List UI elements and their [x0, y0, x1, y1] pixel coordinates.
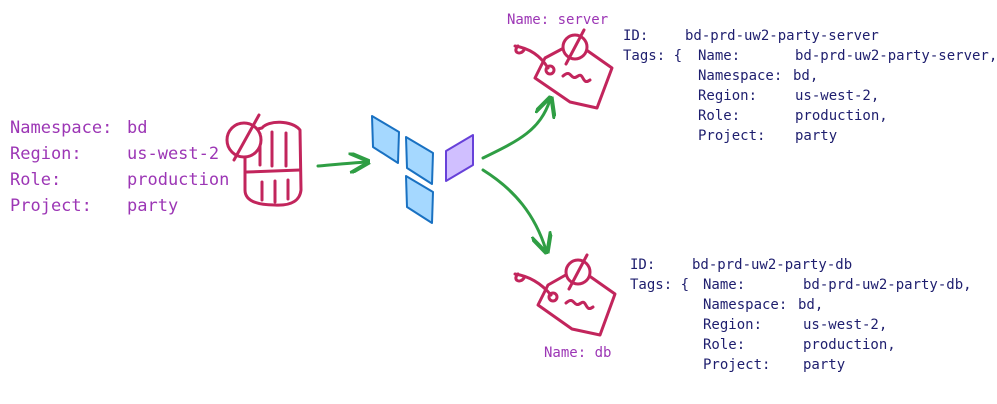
db-tag-project-value: party — [803, 357, 846, 373]
input-region-value: us-west-2 — [127, 144, 220, 164]
db-id-value: bd-prd-uw2-party-db — [692, 257, 853, 273]
db-tag-region-value: us-west-2, — [803, 317, 888, 333]
db-tag-namespace-key: Namespace: — [703, 297, 788, 313]
db-tag-name-value: bd-prd-uw2-party-db, — [803, 277, 972, 293]
db-tags-key: Tags: { — [630, 277, 690, 293]
db-tag-role-key: Role: — [703, 337, 746, 353]
server-tags-key: Tags: { — [623, 48, 683, 64]
server-tag-icon — [513, 28, 614, 110]
input-namespace-value: bd — [127, 118, 148, 138]
input-role-value: production — [127, 170, 230, 190]
arrow-input-to-processor — [316, 162, 366, 166]
db-tag-region-key: Region: — [703, 317, 763, 333]
server-resource-label: Name: server — [507, 12, 609, 28]
db-tag-icon — [513, 253, 617, 337]
server-id-key: ID: — [623, 28, 649, 44]
server-tag-role-key: Role: — [698, 108, 741, 124]
input-region-key: Region: — [10, 144, 82, 164]
input-project-key: Project: — [10, 196, 92, 216]
db-tag-role-value: production, — [803, 337, 896, 353]
server-tag-namespace-value: bd, — [793, 68, 819, 84]
server-tag-project-value: party — [795, 128, 838, 144]
db-tag-name-key: Name: — [703, 277, 746, 293]
terraform-logo-icon — [371, 115, 474, 224]
server-id-value: bd-prd-uw2-party-server — [685, 28, 879, 44]
db-tag-namespace-value: bd, — [798, 297, 824, 313]
arrow-processor-to-server — [481, 100, 550, 160]
server-tag-namespace-key: Namespace: — [698, 68, 783, 84]
input-project-value: party — [127, 196, 179, 216]
null-label-context-icon — [225, 113, 303, 207]
input-namespace-key: Namespace: — [10, 118, 113, 138]
server-tag-name-key: Name: — [698, 48, 741, 64]
db-tag-project-key: Project: — [703, 357, 771, 373]
arrow-processor-to-db — [481, 168, 546, 250]
server-tag-region-key: Region: — [698, 88, 758, 104]
server-tag-name-value: bd-prd-uw2-party-server, — [795, 48, 997, 64]
input-role-key: Role: — [10, 170, 62, 190]
server-tag-role-value: production, — [795, 108, 888, 124]
db-resource-label: Name: db — [544, 345, 612, 361]
server-tag-project-key: Project: — [698, 128, 766, 144]
db-id-key: ID: — [630, 257, 656, 273]
server-tag-region-value: us-west-2, — [795, 88, 880, 104]
